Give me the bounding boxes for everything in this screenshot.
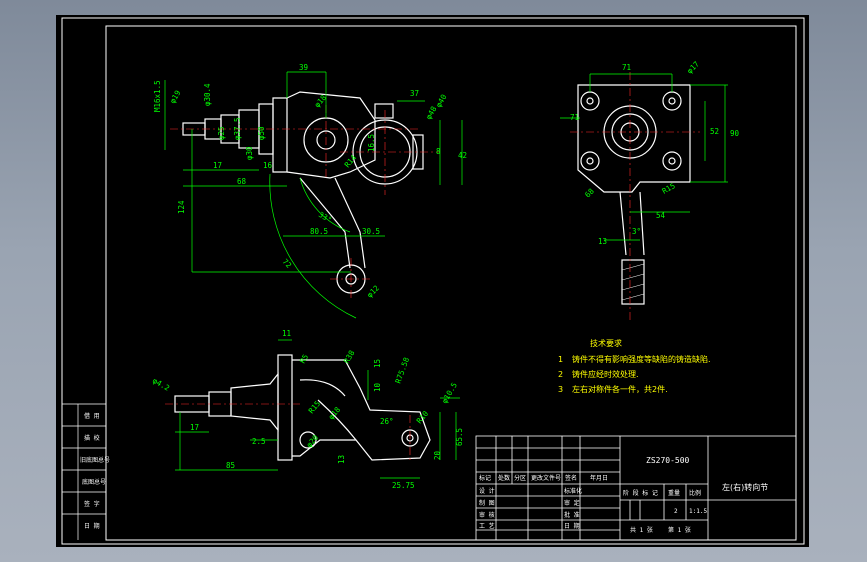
title-row-label: 标准化: [564, 487, 582, 495]
dim-label: 42: [458, 151, 467, 160]
strip-label: 签 字: [84, 500, 100, 508]
title-header-cell: 处数: [498, 474, 510, 482]
dim-label: 65.5: [455, 428, 464, 446]
title-row-label: 日 期: [564, 522, 580, 530]
front-view: 39 M16x1.5 φ19 φ25 φ30.4 φ37.5 φ50 φ30 1…: [153, 63, 467, 319]
dim-label: φ50: [257, 126, 266, 140]
sheet-number: 第 1 张: [668, 526, 691, 534]
dim-label: 8: [436, 147, 441, 156]
dim-label: 16: [263, 161, 273, 170]
dim-label: φ25: [217, 126, 226, 140]
dim-label: φ30: [245, 146, 254, 160]
dim-label: 30.5: [362, 227, 380, 236]
dim-label: 68: [237, 177, 247, 186]
dim-label: 17: [190, 423, 199, 432]
tech-item-text: 铸件应经时效处理.: [572, 369, 639, 379]
dim-label: 20: [433, 450, 442, 460]
title-header-cell: 年月日: [590, 474, 608, 482]
title-header-cell: 分区: [514, 474, 526, 482]
dim-label: 16.5: [367, 134, 376, 152]
sheet-total: 共 1 张: [630, 526, 653, 534]
dim-label: φ30.4: [203, 83, 212, 106]
title-row-label: 审 核: [479, 511, 495, 519]
title-row-label: 工 艺: [479, 522, 495, 530]
dim-label: 37: [410, 89, 419, 98]
strip-label: 底图总号: [82, 478, 106, 486]
dim-label: 26°: [380, 417, 394, 426]
dim-label: 15: [373, 359, 382, 368]
dim-label: 10: [373, 382, 382, 392]
stage-header: 重量: [668, 489, 680, 497]
scale-value: 1:1.5: [689, 508, 707, 515]
title-row-label: 设 计: [479, 487, 495, 495]
tech-requirements: 技术要求 1 铸件不得有影响强度等缺陷的铸造缺陷. 2 铸件应经时效处理. 3 …: [558, 338, 711, 394]
title-row-label: 审 定: [564, 499, 580, 507]
tech-item-num: 1: [558, 355, 563, 364]
strip-label: 旧底图总号: [80, 456, 110, 464]
tech-item-text: 左右对称件各一件，共2件.: [572, 384, 668, 394]
dim-label: 80.5: [310, 227, 328, 236]
side-view: 71 φ17 71 52 90 R15 54 68 3° 13: [560, 59, 740, 320]
dim-label: 3°: [632, 227, 641, 236]
dim-label: M16x1.5: [153, 80, 162, 112]
strip-label: 借 用: [84, 412, 100, 420]
inner-border: [105, 25, 797, 541]
dim-label: 13: [337, 455, 346, 464]
dim-label: 52: [710, 127, 719, 136]
dim-label: 54: [656, 211, 666, 220]
dim-label: 39: [299, 63, 308, 72]
title-header-cell: 签名: [565, 474, 577, 482]
stage-header: 比例: [689, 489, 701, 497]
tech-item-text: 铸件不得有影响强度等缺陷的铸造缺陷.: [572, 354, 711, 364]
title-block: 标记 处数 分区 更改文件号 签名 年月日 设 计 标准化 制 图 审 定 审 …: [475, 435, 797, 541]
dim-label: 71: [570, 113, 579, 122]
dim-label: 71: [622, 63, 631, 72]
tech-title: 技术要求: [590, 338, 622, 348]
title-header-cell: 标记: [479, 474, 491, 482]
dim-label: φ37.5: [233, 117, 242, 140]
dim-label: 90: [730, 129, 740, 138]
dim-label: R5: [298, 353, 310, 365]
drawing-sheet: [56, 15, 809, 547]
dim-label: 11: [282, 329, 291, 338]
dim-label: 17: [213, 161, 222, 170]
dim-label: 2.5: [252, 437, 266, 446]
quantity-value: 2: [674, 508, 678, 515]
title-header-cell: 更改文件号: [531, 474, 561, 482]
dim-label: 25.75: [392, 481, 415, 490]
left-strip: [62, 403, 106, 540]
stage-header: 阶 段 标 记: [623, 489, 658, 497]
dim-label: 124: [177, 200, 186, 214]
title-row-label: 批 准: [564, 511, 580, 519]
dim-label: 85: [226, 461, 235, 470]
drawing-number: ZS270-500: [646, 456, 690, 465]
part-name: 左(右)转向节: [722, 482, 768, 492]
title-row-label: 制 图: [479, 499, 495, 507]
strip-label: 描 校: [84, 434, 100, 442]
tech-item-num: 2: [558, 370, 563, 379]
dim-label: 13: [598, 237, 607, 246]
strip-label: 日 期: [84, 522, 100, 530]
tech-item-num: 3: [558, 385, 563, 394]
outer-border: [61, 17, 805, 545]
